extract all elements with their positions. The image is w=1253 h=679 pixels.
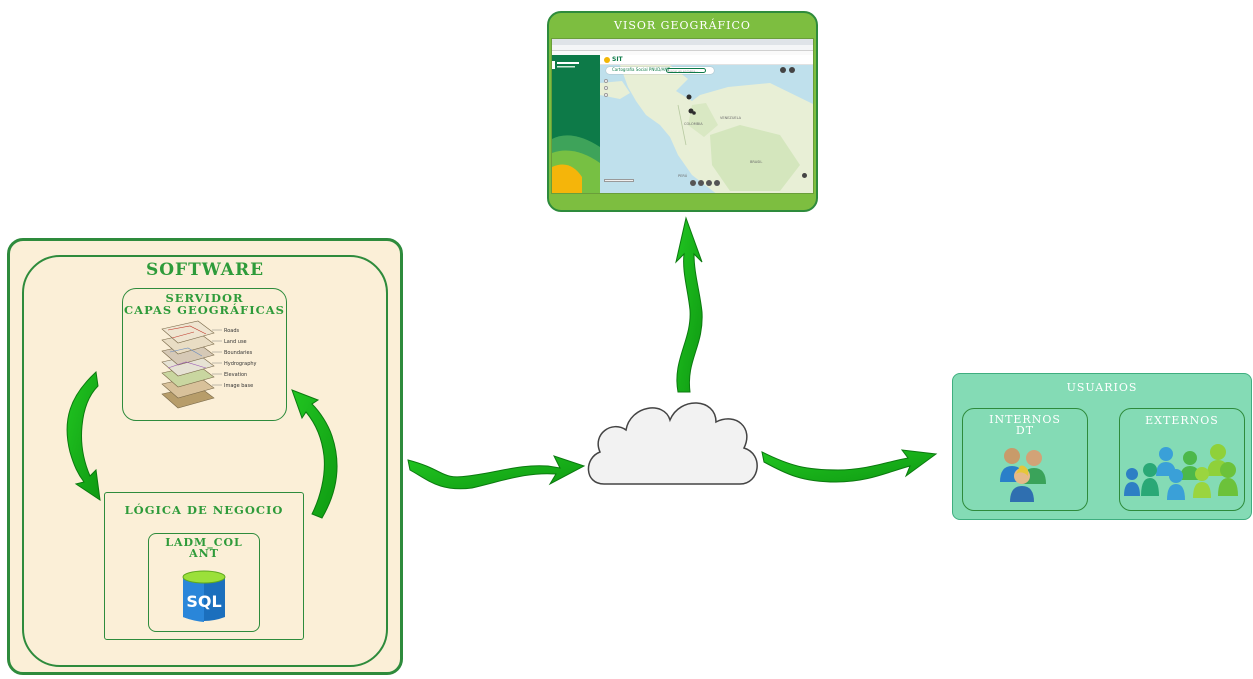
arrow-cloud-to-users [761, 449, 938, 483]
zoom-in-button[interactable] [604, 79, 608, 83]
map-label-venezuela: VENEZUELA [720, 116, 742, 120]
layer-stack-icon [161, 320, 215, 409]
arrow-logic-to-server [291, 389, 338, 519]
app-header: SIT [600, 55, 813, 65]
database-title-line1: LADM_COL [165, 536, 243, 549]
browser-address-bar [552, 45, 813, 51]
database-title: LADM_COL ANT [148, 537, 260, 559]
tool-button-2[interactable] [698, 180, 704, 186]
map-view[interactable]: COLOMBIA VENEZUELA PERÚ BRASIL Cartograf… [600, 65, 813, 193]
scale-bar [604, 179, 634, 182]
arrow-server-to-logic [66, 370, 101, 502]
basemap-button[interactable] [789, 67, 795, 73]
person-front [1010, 465, 1034, 502]
internal-users-line2: DT [1015, 424, 1035, 437]
internet-cloud [587, 402, 758, 485]
tool-button-3[interactable] [706, 180, 712, 186]
crowd-front-row [1124, 462, 1238, 500]
database-box [148, 533, 260, 632]
layer-label-image-base: Image base [224, 383, 253, 389]
browser-bookmarks [552, 51, 813, 55]
layers-button[interactable] [780, 67, 786, 73]
server-title-line1: SERVIDOR [165, 291, 244, 305]
sql-database-icon: SQL [182, 570, 226, 622]
sidebar-wave-graphic [552, 61, 600, 193]
app-sidebar [552, 55, 600, 193]
layer-label-land-use: Land use [224, 339, 247, 345]
software-title: SOFTWARE [145, 260, 265, 280]
logic-box [104, 492, 304, 640]
external-users-icon [1124, 444, 1238, 500]
browser-tab-bar [552, 39, 813, 45]
internal-users-line1: INTERNOS [989, 413, 1061, 426]
layer-label-elevation: Elevation [224, 372, 247, 378]
layer-label-roads: Roads [224, 328, 240, 334]
users-title: USUARIOS [1066, 381, 1138, 394]
layer-label-hydrography: Hydrography [224, 361, 257, 367]
crowd-back-row [1156, 444, 1229, 480]
app-brand: SIT [612, 56, 623, 63]
map-label-colombia: COLOMBIA [684, 122, 703, 126]
logic-title: LÓGICA DE NEGOCIO [124, 503, 284, 517]
database-title-line2: ANT [189, 547, 219, 560]
visor-title: VISOR GEOGRÁFICO [614, 19, 751, 32]
tool-button-1[interactable] [690, 180, 696, 186]
internal-users-icon [1000, 448, 1046, 502]
fullscreen-button[interactable] [802, 173, 807, 178]
external-users-title: EXTERNOS [1145, 414, 1219, 427]
arrow-software-to-cloud [407, 455, 586, 490]
map-canvas: COLOMBIA VENEZUELA PERÚ BRASIL [600, 65, 813, 193]
internal-users-box [962, 408, 1088, 511]
gis-layers-illustration: Roads Land use Boundaries Hydrography El… [161, 320, 257, 409]
server-box [122, 288, 287, 421]
map-search-input[interactable]: Buscar en el mapa... [666, 68, 706, 73]
sql-label: SQL [186, 592, 221, 611]
panel-title: Cartografía Social PNUD/ANT [612, 67, 670, 72]
tool-button-4[interactable] [714, 180, 720, 186]
internal-users-title: INTERNOS DT [962, 414, 1088, 436]
server-title: SERVIDOR CAPAS GEOGRÁFICAS [122, 292, 287, 316]
zoom-out-button[interactable] [604, 86, 608, 90]
map-label-brasil: BRASIL [750, 160, 762, 164]
server-title-line2: CAPAS GEOGRÁFICAS [124, 303, 285, 317]
map-panel-header[interactable]: Cartografía Social PNUD/ANT Buscar en el… [606, 67, 714, 74]
arrow-cloud-to-visor [675, 216, 703, 393]
locate-button[interactable] [604, 93, 608, 97]
software-inner-panel [22, 255, 388, 667]
layer-label-boundaries: Boundaries [224, 350, 253, 356]
app-logo-icon [604, 57, 610, 63]
visor-screenshot: SIT COLOMBIA VENEZUELA PERÚ BRASIL [551, 38, 814, 194]
external-users-box [1119, 408, 1245, 511]
map-label-peru: PERÚ [678, 173, 688, 178]
